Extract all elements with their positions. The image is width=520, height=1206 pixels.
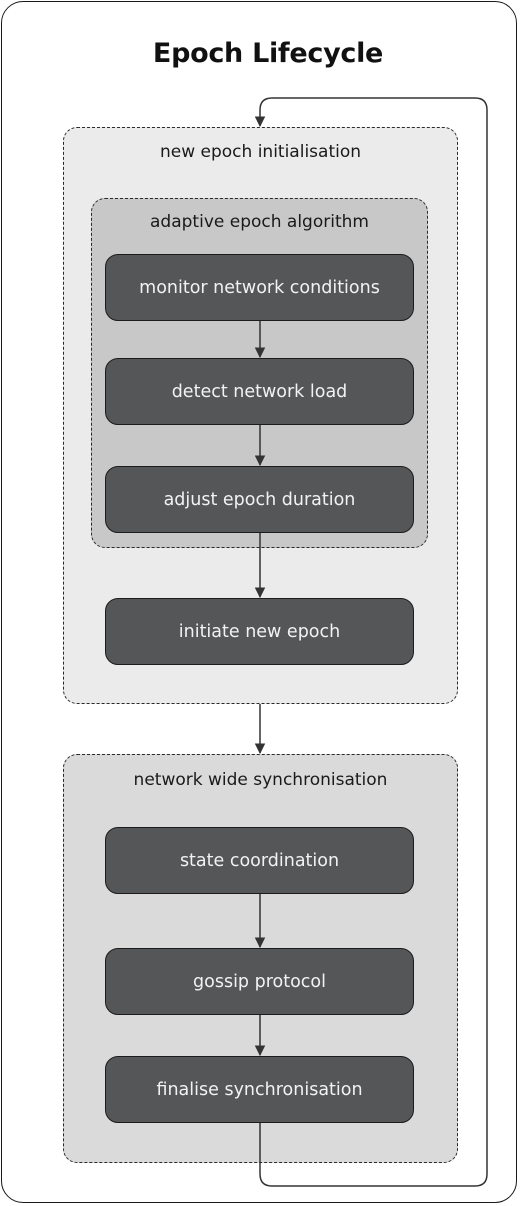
group-label-sync: network wide synchronisation xyxy=(133,770,388,790)
group-label-adaptive: adaptive epoch algorithm xyxy=(150,212,369,232)
node-gossip-protocol: gossip protocol xyxy=(105,948,414,1015)
node-initiate-new-epoch: initiate new epoch xyxy=(105,598,414,665)
node-state-coordination: state coordination xyxy=(105,827,414,894)
node-finalise-synchronisation: finalise synchronisation xyxy=(105,1056,414,1123)
node-adjust-epoch-duration: adjust epoch duration xyxy=(105,466,414,533)
node-detect-network-load: detect network load xyxy=(105,358,414,425)
node-monitor-network-conditions: monitor network conditions xyxy=(105,254,414,321)
group-label-init: new epoch initialisation xyxy=(159,142,362,162)
diagram-title: Epoch Lifecycle xyxy=(152,38,384,69)
